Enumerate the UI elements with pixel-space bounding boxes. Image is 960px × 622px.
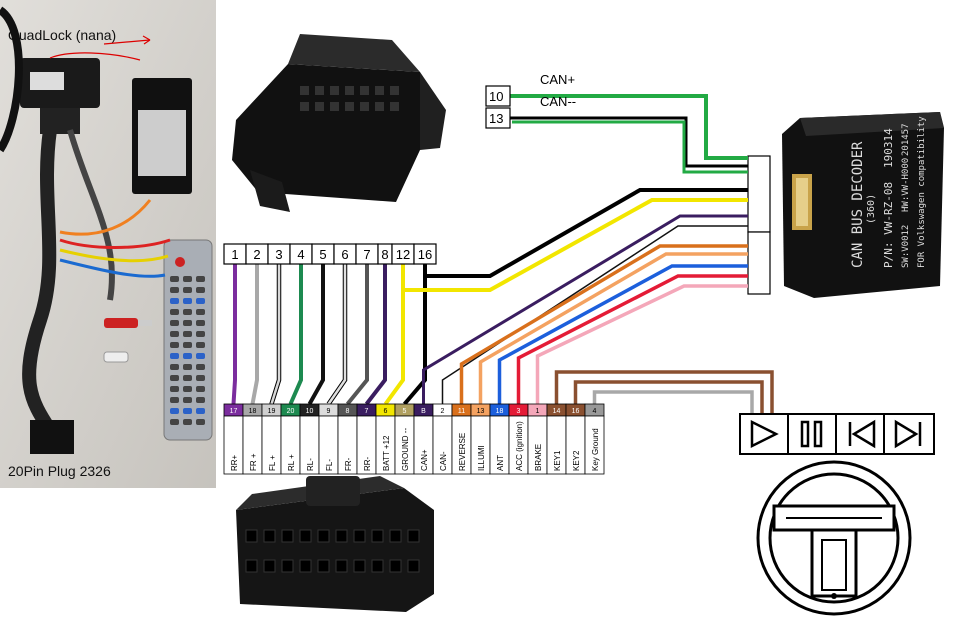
play-icon: [750, 419, 779, 449]
quadlock-pin-8: 12: [396, 247, 410, 262]
photo-label-quadlock: QuadLock (nana): [8, 27, 116, 43]
plug-pin-number-4: 10: [306, 408, 314, 415]
plug-pin-number-15: 3: [517, 408, 521, 415]
can-pin-10: 10: [489, 89, 503, 104]
plug-signal-9: GROUND --: [401, 428, 410, 471]
plug-pin-number-13: 13: [477, 408, 485, 415]
previous-track-icon: [848, 419, 876, 449]
plug-pin-number-14: 18: [496, 408, 504, 415]
next-track-icon: [894, 419, 922, 449]
quadlock-pin-6: 7: [363, 247, 370, 262]
can-input-pins: 10 13 CAN+ CAN--: [485, 72, 576, 129]
plug-signal-16: BRAKE: [534, 444, 543, 471]
plug-signal-8: BATT +12: [382, 435, 391, 471]
plug-signal-10: CAN+: [420, 449, 429, 471]
plug-pin-number-12: 11: [458, 408, 465, 415]
decoder-subtitle: (360): [866, 194, 877, 224]
plug-pin-number-16: 1: [536, 408, 540, 415]
plug-signal-1: FR +: [249, 453, 258, 471]
steering-control-panel: [739, 413, 935, 455]
plug-signal-14: ANT: [496, 455, 505, 471]
plug-pin-number-17: 14: [553, 408, 561, 415]
plug-signal-15: ACC (ignition): [515, 421, 524, 471]
plug-pin-number-18: 16: [572, 408, 580, 415]
remote-control-image: [163, 239, 213, 441]
decoder-sw-version: SW:V0012: [901, 225, 911, 268]
quadlock-pin-0: 1: [231, 247, 238, 262]
quadlock-pin-1: 2: [253, 247, 260, 262]
decoder-date: 190314: [882, 128, 895, 168]
plug-signal-6: FR-: [344, 457, 353, 471]
plug-pin-number-2: 19: [268, 408, 276, 415]
can-minus-label: CAN--: [540, 94, 576, 109]
quadlock-pin-7: 8: [381, 247, 388, 262]
can-plus-label: CAN+: [540, 72, 575, 87]
harness-photo: QuadLock (nana) 20Pin Plug 2326: [0, 0, 216, 488]
plug-pin-number-11: 2: [441, 408, 445, 415]
quadlock-pin-3: 4: [297, 247, 304, 262]
plug-pin-number-5: 9: [327, 408, 331, 415]
plug-pin-number-6: 8: [346, 408, 350, 415]
20pin-connector-image: [236, 476, 434, 612]
steering-wheel-icon: [756, 460, 912, 616]
quadlock-pin-5: 6: [341, 247, 348, 262]
decoder-serial: 201457: [901, 123, 911, 156]
plug-pin-number-3: 20: [287, 408, 295, 415]
plug-signal-19: Key Ground: [591, 428, 600, 471]
plug-pin-number-8: 6: [384, 408, 388, 415]
plug-signal-4: RL-: [306, 458, 315, 471]
plug-signal-13: ILLUMI: [477, 445, 486, 471]
quadlock-pin-2: 3: [275, 247, 282, 262]
quadlock-connector-image: [232, 34, 446, 212]
decoder-part-number: P/N: VW-RZ-08: [882, 182, 895, 268]
wires: [231, 94, 774, 414]
quadlock-pin-4: 5: [319, 247, 326, 262]
can-pin-13: 13: [489, 111, 503, 126]
plug-signal-17: KEY1: [553, 450, 562, 471]
plug-pin-number-19: 4: [593, 408, 597, 415]
plug-pin-number-9: 5: [403, 408, 407, 415]
plug-pin-number-1: 18: [249, 408, 257, 415]
plug-signal-18: KEY2: [572, 450, 581, 471]
decoder-title: CAN BUS DECODER: [850, 141, 866, 268]
plug-pin-number-10: B: [421, 408, 426, 415]
pause-icon: [800, 420, 823, 448]
plug-signal-11: CAN-: [439, 451, 448, 471]
decoder-compatibility: FOR Volkswagen compatibility: [917, 116, 927, 268]
can-bus-decoder-box: CAN BUS DECODER (360) P/N: VW-RZ-08 1903…: [782, 112, 944, 298]
decoder-hw-version: HW:VW-H000: [901, 158, 911, 212]
plug-signal-0: RR+: [230, 454, 239, 471]
quadlock-pin-9: 16: [418, 247, 432, 262]
plug-signal-7: RR-: [363, 456, 372, 471]
decoder-input-block: [747, 155, 771, 295]
plug-signal-2: FL +: [268, 455, 277, 471]
photo-20pin-plug: [30, 420, 74, 454]
plug-pin-number-0: 17: [230, 408, 238, 415]
photo-label-20pin: 20Pin Plug 2326: [8, 463, 111, 479]
plug-signal-5: FL-: [325, 459, 334, 471]
plug-pin-number-7: 7: [365, 408, 369, 415]
plug-signal-3: RL +: [287, 454, 296, 471]
plug-signal-12: REVERSE: [458, 433, 467, 471]
